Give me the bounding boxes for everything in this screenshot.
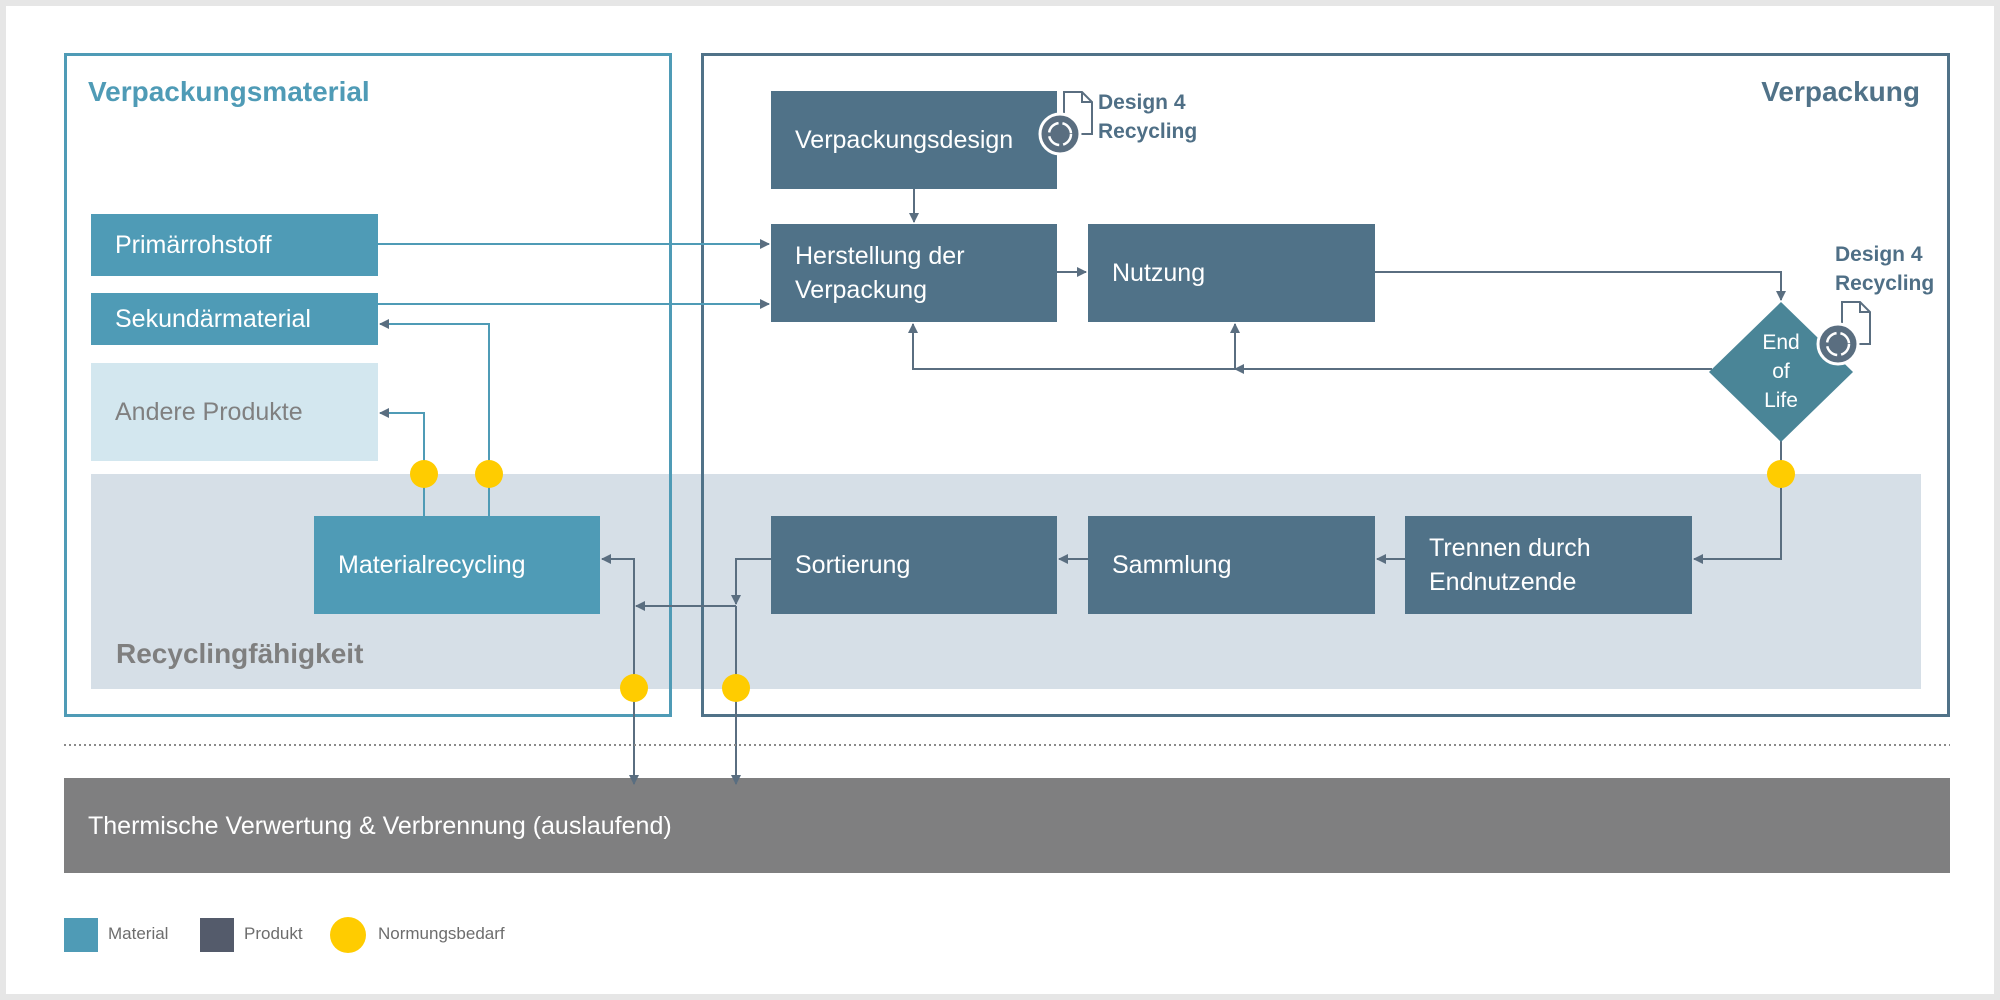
herstellung-label-line2: Verpackung [795, 276, 928, 304]
end-of-life-line1: End [1762, 331, 1800, 354]
thermische-verwertung-label: Thermische Verwertung & Verbrennung (aus… [88, 811, 672, 840]
normungsbedarf-marker-sortierung-thermal [722, 674, 750, 702]
arrow-nutzung-to-eol [1375, 271, 1786, 301]
andere-produkte-label: Andere Produkte [115, 398, 303, 426]
verpackung-frame [701, 53, 1950, 717]
design-for-recycling-annotation-right: Design 4 Recycling [1835, 240, 1934, 298]
end-of-life-line3: Life [1764, 389, 1798, 412]
arrow-feedback-to-herstellung [908, 323, 1235, 370]
verpackungsmaterial-title: Verpackungsmaterial [88, 76, 370, 107]
design-annotation-right-line1: Design 4 [1835, 243, 1923, 266]
verpackungsmaterial-frame [64, 53, 672, 717]
recyclingfaehigkeit-title: Recyclingfähigkeit [116, 638, 364, 669]
thermische-verwertung-box: Thermische Verwertung & Verbrennung (aus… [64, 778, 1950, 873]
herstellung-label-line1: Herstellung der [795, 242, 965, 270]
primaerrohstoff-label: Primärrohstoff [115, 231, 272, 259]
arrow-recycling-to-sekundaer [379, 319, 490, 516]
trennen-box: Trennen durch Endnutzende [1405, 516, 1692, 614]
arrow-to-materialrecycling [601, 554, 635, 606]
normungsbedarf-marker-eol [1767, 460, 1795, 488]
verpackungsdesign-label: Verpackungsdesign [795, 126, 1014, 154]
sammlung-box: Sammlung [1088, 516, 1375, 614]
normungsbedarf-marker-sekundaer [475, 460, 503, 488]
connector-layer [64, 91, 1950, 785]
trennen-label: Trennen durch Endnutzende [1429, 531, 1591, 599]
trennen-label-line1: Trennen durch [1429, 534, 1591, 562]
sortierung-label: Sortierung [795, 551, 911, 579]
verpackungsdesign-box: Verpackungsdesign [771, 91, 1057, 189]
sammlung-label: Sammlung [1112, 551, 1232, 579]
design-annotation-top-line1: Design 4 [1098, 91, 1186, 114]
sortierung-box: Sortierung [771, 516, 1057, 614]
normungsbedarf-marker-recycling-thermal [620, 674, 648, 702]
arrow-eol-to-trennen [1693, 441, 1782, 564]
trennen-label-line2: Endnutzende [1429, 568, 1577, 596]
end-of-life-diamond [1709, 302, 1853, 442]
sekundaermaterial-label: Sekundärmaterial [115, 305, 311, 333]
legend-swatch-produkt [200, 918, 234, 952]
recycle-document-icon-right [1816, 301, 1871, 366]
diagram-canvas: Verpackungsmaterial Verpackung Recycling… [6, 6, 1994, 994]
nutzung-label: Nutzung [1112, 259, 1206, 287]
design-for-recycling-annotation-top: Design 4 Recycling [1098, 88, 1197, 146]
nutzung-box: Nutzung [1088, 224, 1375, 322]
herstellung-box: Herstellung der Verpackung [771, 224, 1057, 322]
recycle-document-icon-top [1038, 91, 1093, 156]
legend-label-material: Material [108, 924, 169, 943]
verpackung-title: Verpackung [1761, 76, 1920, 107]
materialrecycling-label: Materialrecycling [338, 551, 526, 579]
andere-produkte-box: Andere Produkte [91, 363, 378, 461]
materialrecycling-box: Materialrecycling [314, 516, 600, 614]
primaerrohstoff-box: Primärrohstoff [91, 214, 378, 276]
legend-marker-normungsbedarf [330, 917, 366, 953]
legend-label-produkt: Produkt [244, 924, 303, 943]
legend-label-normungsbedarf: Normungsbedarf [378, 924, 505, 943]
normungsbedarf-marker-andere [410, 460, 438, 488]
sekundaermaterial-box: Sekundärmaterial [91, 293, 378, 345]
arrow-sortierung-down [731, 558, 771, 605]
design-annotation-top-line2: Recycling [1098, 120, 1198, 143]
legend-swatch-material [64, 918, 98, 952]
design-annotation-right-line2: Recycling [1835, 272, 1935, 295]
end-of-life-label: End of Life [1741, 328, 1821, 415]
end-of-life-line2: of [1772, 360, 1790, 383]
herstellung-label: Herstellung der Verpackung [795, 239, 965, 307]
